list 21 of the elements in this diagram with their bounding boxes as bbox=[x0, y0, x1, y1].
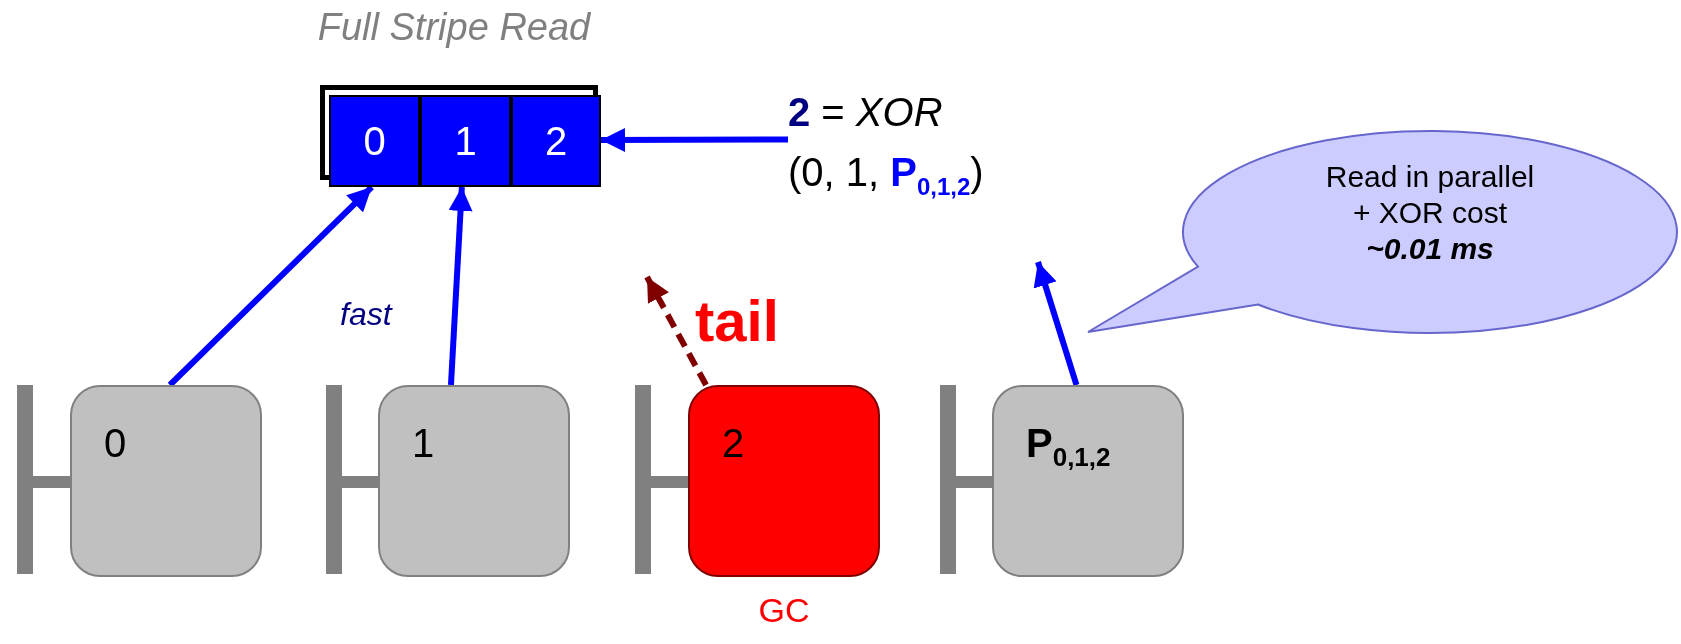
stripe-block bbox=[329, 95, 420, 187]
arrow bbox=[601, 128, 788, 152]
stripe-block bbox=[420, 95, 511, 187]
block-number: 0 bbox=[363, 121, 386, 161]
tail-label: tail bbox=[695, 292, 779, 350]
drive-label: 0 bbox=[104, 423, 127, 463]
stripe-block bbox=[511, 95, 601, 187]
arrow bbox=[644, 275, 709, 387]
drive-label: 1 bbox=[412, 423, 435, 463]
drive-label: P$_{0,1,2}$ bbox=[1026, 423, 1111, 470]
arrow bbox=[447, 186, 473, 386]
stripe-title: Full Stripe Read bbox=[316, 6, 592, 49]
formula-text: (0, 1, P$_{0,1,2}$) bbox=[788, 149, 985, 202]
bubble-text: Read in parallel + XOR cost ~0.01 ms bbox=[1324, 159, 1536, 267]
drive-label: 2 bbox=[722, 423, 745, 463]
block-number: 1 bbox=[454, 121, 477, 161]
arrow bbox=[1033, 261, 1080, 386]
block-number: 2 bbox=[544, 121, 568, 161]
fast-label: fast bbox=[340, 298, 392, 330]
formula-text: 2 = XOR bbox=[788, 89, 944, 136]
drive-note: GC bbox=[757, 593, 811, 627]
